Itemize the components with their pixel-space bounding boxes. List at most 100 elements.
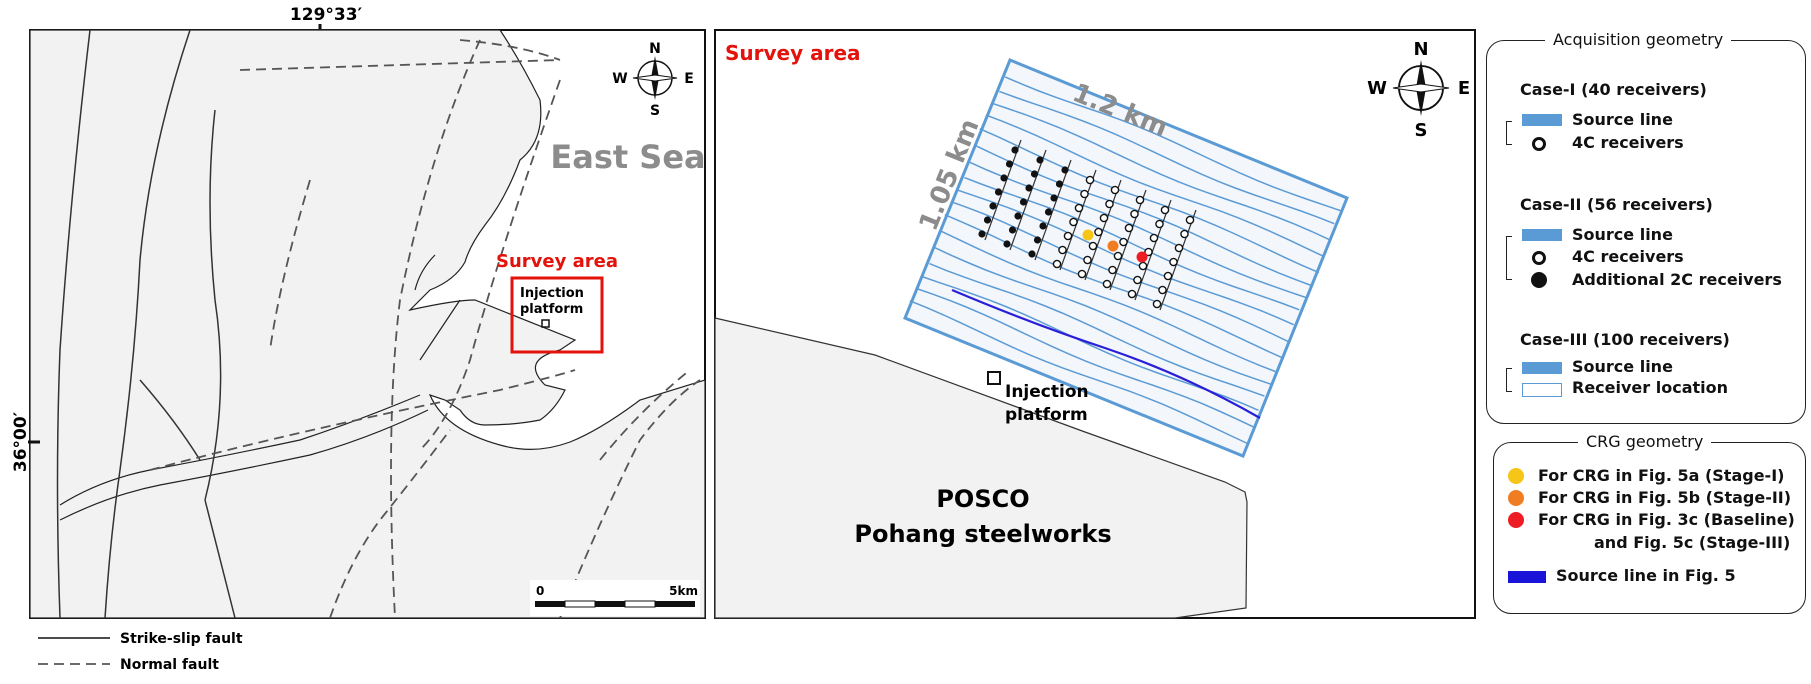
steelworks-land [714,317,1248,619]
receiver-location-line [950,200,1290,343]
receiver-point [1138,261,1148,271]
right-injection-label-2: platform [1005,405,1088,425]
receiver-point [1077,269,1087,279]
receiver-point [1008,226,1017,234]
left-injection-label-2: platform [520,302,583,317]
scalebar-start: 0 [536,584,544,598]
river-south-bank [59,409,429,521]
receiver-location-line [999,90,1335,225]
crg-item-1-label: For CRG in Fig. 5b (Stage-II) [1538,488,1792,507]
receiver-point [983,216,992,224]
left-map-panel: 129°33′ East Sea Survey area Injection p… [0,0,715,680]
receiver-location-line [957,189,1295,326]
coast-inlet-2 [414,254,436,291]
case3-source-label: Source line [1572,357,1673,376]
crg-continuation-label: and Fig. 5c (Stage-III) [1594,533,1791,552]
strike-slip-fault-1 [104,29,191,619]
receiver-point [1158,285,1167,295]
receiver-point [1174,243,1184,253]
right-compass-icon: N S E W [1367,39,1470,141]
left-compass-n: N [649,41,661,57]
right-map-svg: POSCO Pohang steelworks Survey area 1.2 … [714,29,1476,619]
receiver-point [1030,170,1039,178]
receiver-point [1110,185,1120,195]
right-compass-w: W [1367,78,1387,99]
crg-item-0-swatch [1508,468,1524,484]
receiver-point [1036,156,1044,164]
crg-source-line-label: Source line in Fig. 5 [1556,566,1736,585]
survey-area-box [510,276,604,354]
receiver-point [1025,184,1033,192]
case2-bracket [1506,236,1512,280]
source-line-fig5 [951,288,1261,419]
receiver-point [1185,215,1195,225]
receiver-point [994,188,1003,196]
crg-source-line-swatch [1508,571,1546,583]
crg-legend-title: CRG geometry [1578,432,1712,451]
coast-inlet [419,299,461,361]
receiver-point [1152,299,1162,309]
longitude-label: 129°33′ [290,5,363,25]
receiver-line [1159,209,1197,311]
crg-stage2-dot [1107,240,1119,252]
case1-source-swatch [1522,114,1562,126]
crg-item-1-swatch [1508,490,1524,506]
receiver-point [1019,198,1028,206]
left-map-svg: 129°33′ East Sea Survey area Injection p… [11,5,706,673]
receiver-point [1094,227,1103,237]
case1-source-label: Source line [1572,110,1673,129]
case1-receiver-label: 4C receivers [1572,133,1684,152]
receiver-line [1109,189,1147,291]
receiver-point [1050,194,1058,202]
receiver-point [1127,289,1137,299]
receiver-point [1102,279,1112,289]
receiver-point [989,202,997,210]
receiver-point [1124,223,1134,233]
receiver-line [1034,159,1072,261]
receiver-point [1044,208,1053,216]
crg-item-0-label: For CRG in Fig. 5a (Stage-I) [1538,466,1785,485]
receiver-line [984,139,1022,241]
left-injection-label-1: Injection [520,286,584,301]
receiver-point [1155,219,1164,229]
case1-bracket [1506,121,1512,145]
left-compass-w: W [612,71,627,87]
receiver-point [1083,255,1092,265]
receiver-point [1055,180,1064,188]
strike-slip-fault-2 [56,29,91,619]
receiver-point [1033,236,1042,244]
receiver-point [1005,160,1014,168]
river-north-bank [59,394,421,506]
posco-label-2: Pohang steelworks [854,520,1111,548]
receiver-line [1009,149,1047,251]
case3-bracket [1506,368,1512,392]
receiver-point [1149,233,1159,243]
receiver-point [1160,205,1170,215]
receiver-points [978,146,1195,309]
case2-title: Case-II (56 receivers) [1520,195,1713,214]
receiver-point [978,230,986,238]
scalebar-end: 5km [669,584,698,598]
case3-receiver-location-swatch [1522,383,1562,397]
strike-slip-fault-5 [139,379,201,461]
left-compass-icon: N S E W [612,41,694,119]
receiver-point [1105,199,1114,209]
receiver-location-line [944,214,1285,360]
crg-item-2-label: For CRG in Fig. 3c (Baseline) [1538,510,1795,529]
receiver-point [1133,275,1142,285]
case2-additional-swatch [1531,272,1547,288]
right-map-panel: POSCO Pohang steelworks Survey area 1.2 … [705,0,1485,680]
sea-label: East Sea [550,138,705,176]
receiver-point [1074,203,1084,213]
survey-grid [903,58,1349,458]
case3-source-swatch [1522,362,1562,374]
receiver-point [1163,271,1173,281]
receiver-point [1000,174,1008,182]
case2-source-swatch [1522,229,1562,241]
receiver-location-line [939,229,1279,374]
receiver-point [1052,259,1062,269]
receiver-location-line [964,176,1300,311]
receiver-point [1088,241,1098,251]
receiver-location-lines [909,76,1341,445]
right-injection-label-1: Injection [1005,382,1089,402]
